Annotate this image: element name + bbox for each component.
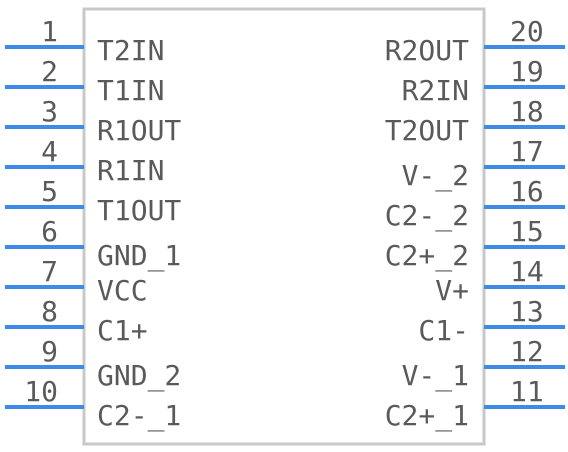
pin-label-left: T2IN — [97, 34, 164, 67]
pin-label-left: R1IN — [97, 154, 164, 187]
pin-label-left: C2-_1 — [97, 399, 181, 433]
pin-number-left: 8 — [41, 295, 58, 328]
pin-number-left: 3 — [41, 95, 58, 128]
pin-label-left: R1OUT — [97, 114, 181, 147]
pin-number-right: 14 — [510, 255, 544, 288]
pin-number-left: 4 — [41, 135, 58, 168]
pin-number-right: 16 — [510, 175, 544, 208]
pin-label-left: C1+ — [97, 314, 148, 347]
pin-label-right: V-_1 — [402, 359, 469, 393]
pin-number-left: 10 — [24, 375, 58, 408]
pin-label-left: T1IN — [97, 74, 164, 107]
pin-label-right: C2+_2 — [385, 239, 469, 273]
pin-number-right: 20 — [510, 15, 544, 48]
pin-number-left: 9 — [41, 335, 58, 368]
ic-body — [82, 7, 486, 446]
pin-number-left: 6 — [41, 215, 58, 248]
pin-number-right: 17 — [510, 135, 544, 168]
pin-number-right: 19 — [510, 55, 544, 88]
pin-label-left: VCC — [97, 274, 148, 307]
pin-number-left: 5 — [41, 175, 58, 208]
pin-label-right: V-_2 — [402, 159, 469, 193]
pin-number-right: 12 — [510, 335, 544, 368]
pin-label-right: C2-_2 — [385, 199, 469, 233]
pin-number-right: 15 — [510, 215, 544, 248]
pin-number-left: 7 — [41, 255, 58, 288]
pin-label-right: C1- — [418, 314, 469, 347]
pin-label-left: GND_1 — [97, 239, 181, 273]
pin-number-right: 11 — [510, 375, 544, 408]
pin-label-right: T2OUT — [385, 114, 469, 147]
pin-label-right: R2OUT — [385, 34, 469, 67]
pin-number-left: 1 — [41, 15, 58, 48]
pin-label-right: R2IN — [402, 74, 469, 107]
pin-number-right: 13 — [510, 295, 544, 328]
pin-label-right: C2+_1 — [385, 399, 469, 433]
pin-label-left: T1OUT — [97, 194, 181, 227]
pin-number-left: 2 — [41, 55, 58, 88]
pin-label-left: GND_2 — [97, 359, 181, 393]
pin-label-right: V+ — [435, 274, 469, 307]
pin-number-right: 18 — [510, 95, 544, 128]
